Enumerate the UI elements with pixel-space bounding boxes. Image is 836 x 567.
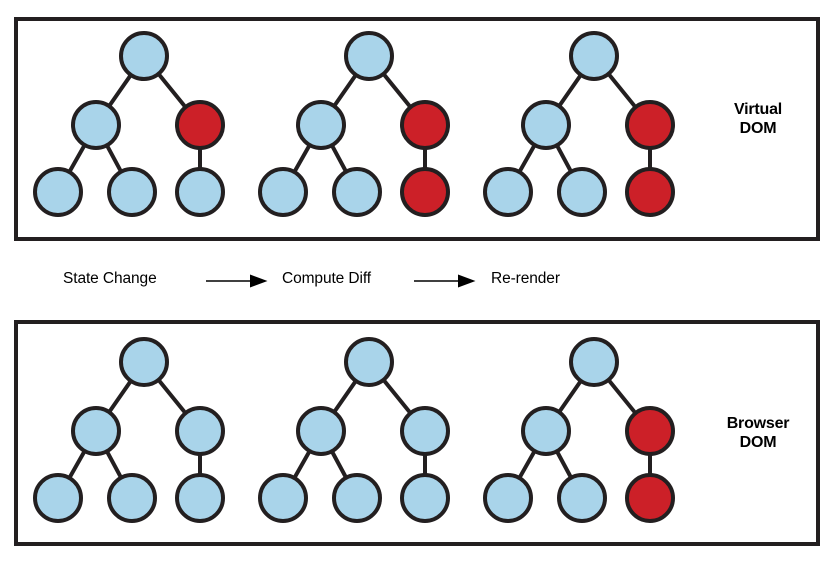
tree-node-leaf-b — [557, 167, 607, 217]
tree-graphic-bdom-state-change — [33, 337, 225, 523]
tree-vdom-compute-diff — [253, 24, 485, 224]
tree-node-leaf-c-changed — [400, 167, 450, 217]
tree-node-leaf-a — [483, 167, 533, 217]
tree-node-leaf-c-changed — [625, 167, 675, 217]
tree-node-root — [569, 337, 619, 387]
flow-step-compute-diff: Compute Diff — [282, 270, 371, 287]
tree-node-root — [119, 337, 169, 387]
tree-node-leaf-a — [483, 473, 533, 523]
tree-node-right-changed — [625, 406, 675, 456]
tree-node-leaf-c — [400, 473, 450, 523]
tree-bdom-state-change — [28, 330, 260, 530]
tree-node-right-changed — [400, 100, 450, 150]
tree-bdom-re-render — [478, 330, 710, 530]
tree-graphic-vdom-re-render — [483, 31, 675, 217]
tree-node-right — [175, 406, 225, 456]
tree-node-left — [71, 406, 121, 456]
tree-node-left — [521, 406, 571, 456]
tree-vdom-re-render — [478, 24, 710, 224]
tree-bdom-compute-diff — [253, 330, 485, 530]
arrow-right-icon — [206, 274, 268, 288]
tree-node-leaf-c-changed — [625, 473, 675, 523]
tree-vdom-state-change — [28, 24, 260, 224]
flow-step-state-change: State Change — [63, 270, 157, 287]
tree-node-leaf-a — [33, 473, 83, 523]
tree-node-leaf-a — [258, 167, 308, 217]
tree-node-leaf-b — [107, 473, 157, 523]
tree-node-leaf-b — [332, 167, 382, 217]
tree-node-leaf-c — [175, 167, 225, 217]
tree-node-root — [569, 31, 619, 81]
tree-node-left — [521, 100, 571, 150]
flow-step-re-render: Re-render — [491, 270, 560, 287]
tree-node-root — [119, 31, 169, 81]
tree-node-right — [400, 406, 450, 456]
tree-graphic-bdom-re-render — [483, 337, 675, 523]
tree-node-left — [296, 100, 346, 150]
arrow-right-icon — [414, 274, 476, 288]
tree-node-root — [344, 337, 394, 387]
tree-node-leaf-a — [258, 473, 308, 523]
tree-graphic-bdom-compute-diff — [258, 337, 450, 523]
tree-graphic-vdom-state-change — [33, 31, 225, 217]
tree-node-leaf-a — [33, 167, 83, 217]
tree-node-root — [344, 31, 394, 81]
browser-dom-label: Browser DOM — [726, 415, 790, 451]
tree-node-leaf-b — [557, 473, 607, 523]
tree-node-right-changed — [175, 100, 225, 150]
tree-node-leaf-c — [175, 473, 225, 523]
virtual-dom-label: Virtual DOM — [733, 101, 783, 137]
tree-node-right-changed — [625, 100, 675, 150]
tree-node-leaf-b — [332, 473, 382, 523]
tree-node-left — [71, 100, 121, 150]
flow-strip: State Change Compute Diff Re-render — [14, 255, 820, 307]
tree-node-left — [296, 406, 346, 456]
tree-node-leaf-b — [107, 167, 157, 217]
tree-graphic-vdom-compute-diff — [258, 31, 450, 217]
